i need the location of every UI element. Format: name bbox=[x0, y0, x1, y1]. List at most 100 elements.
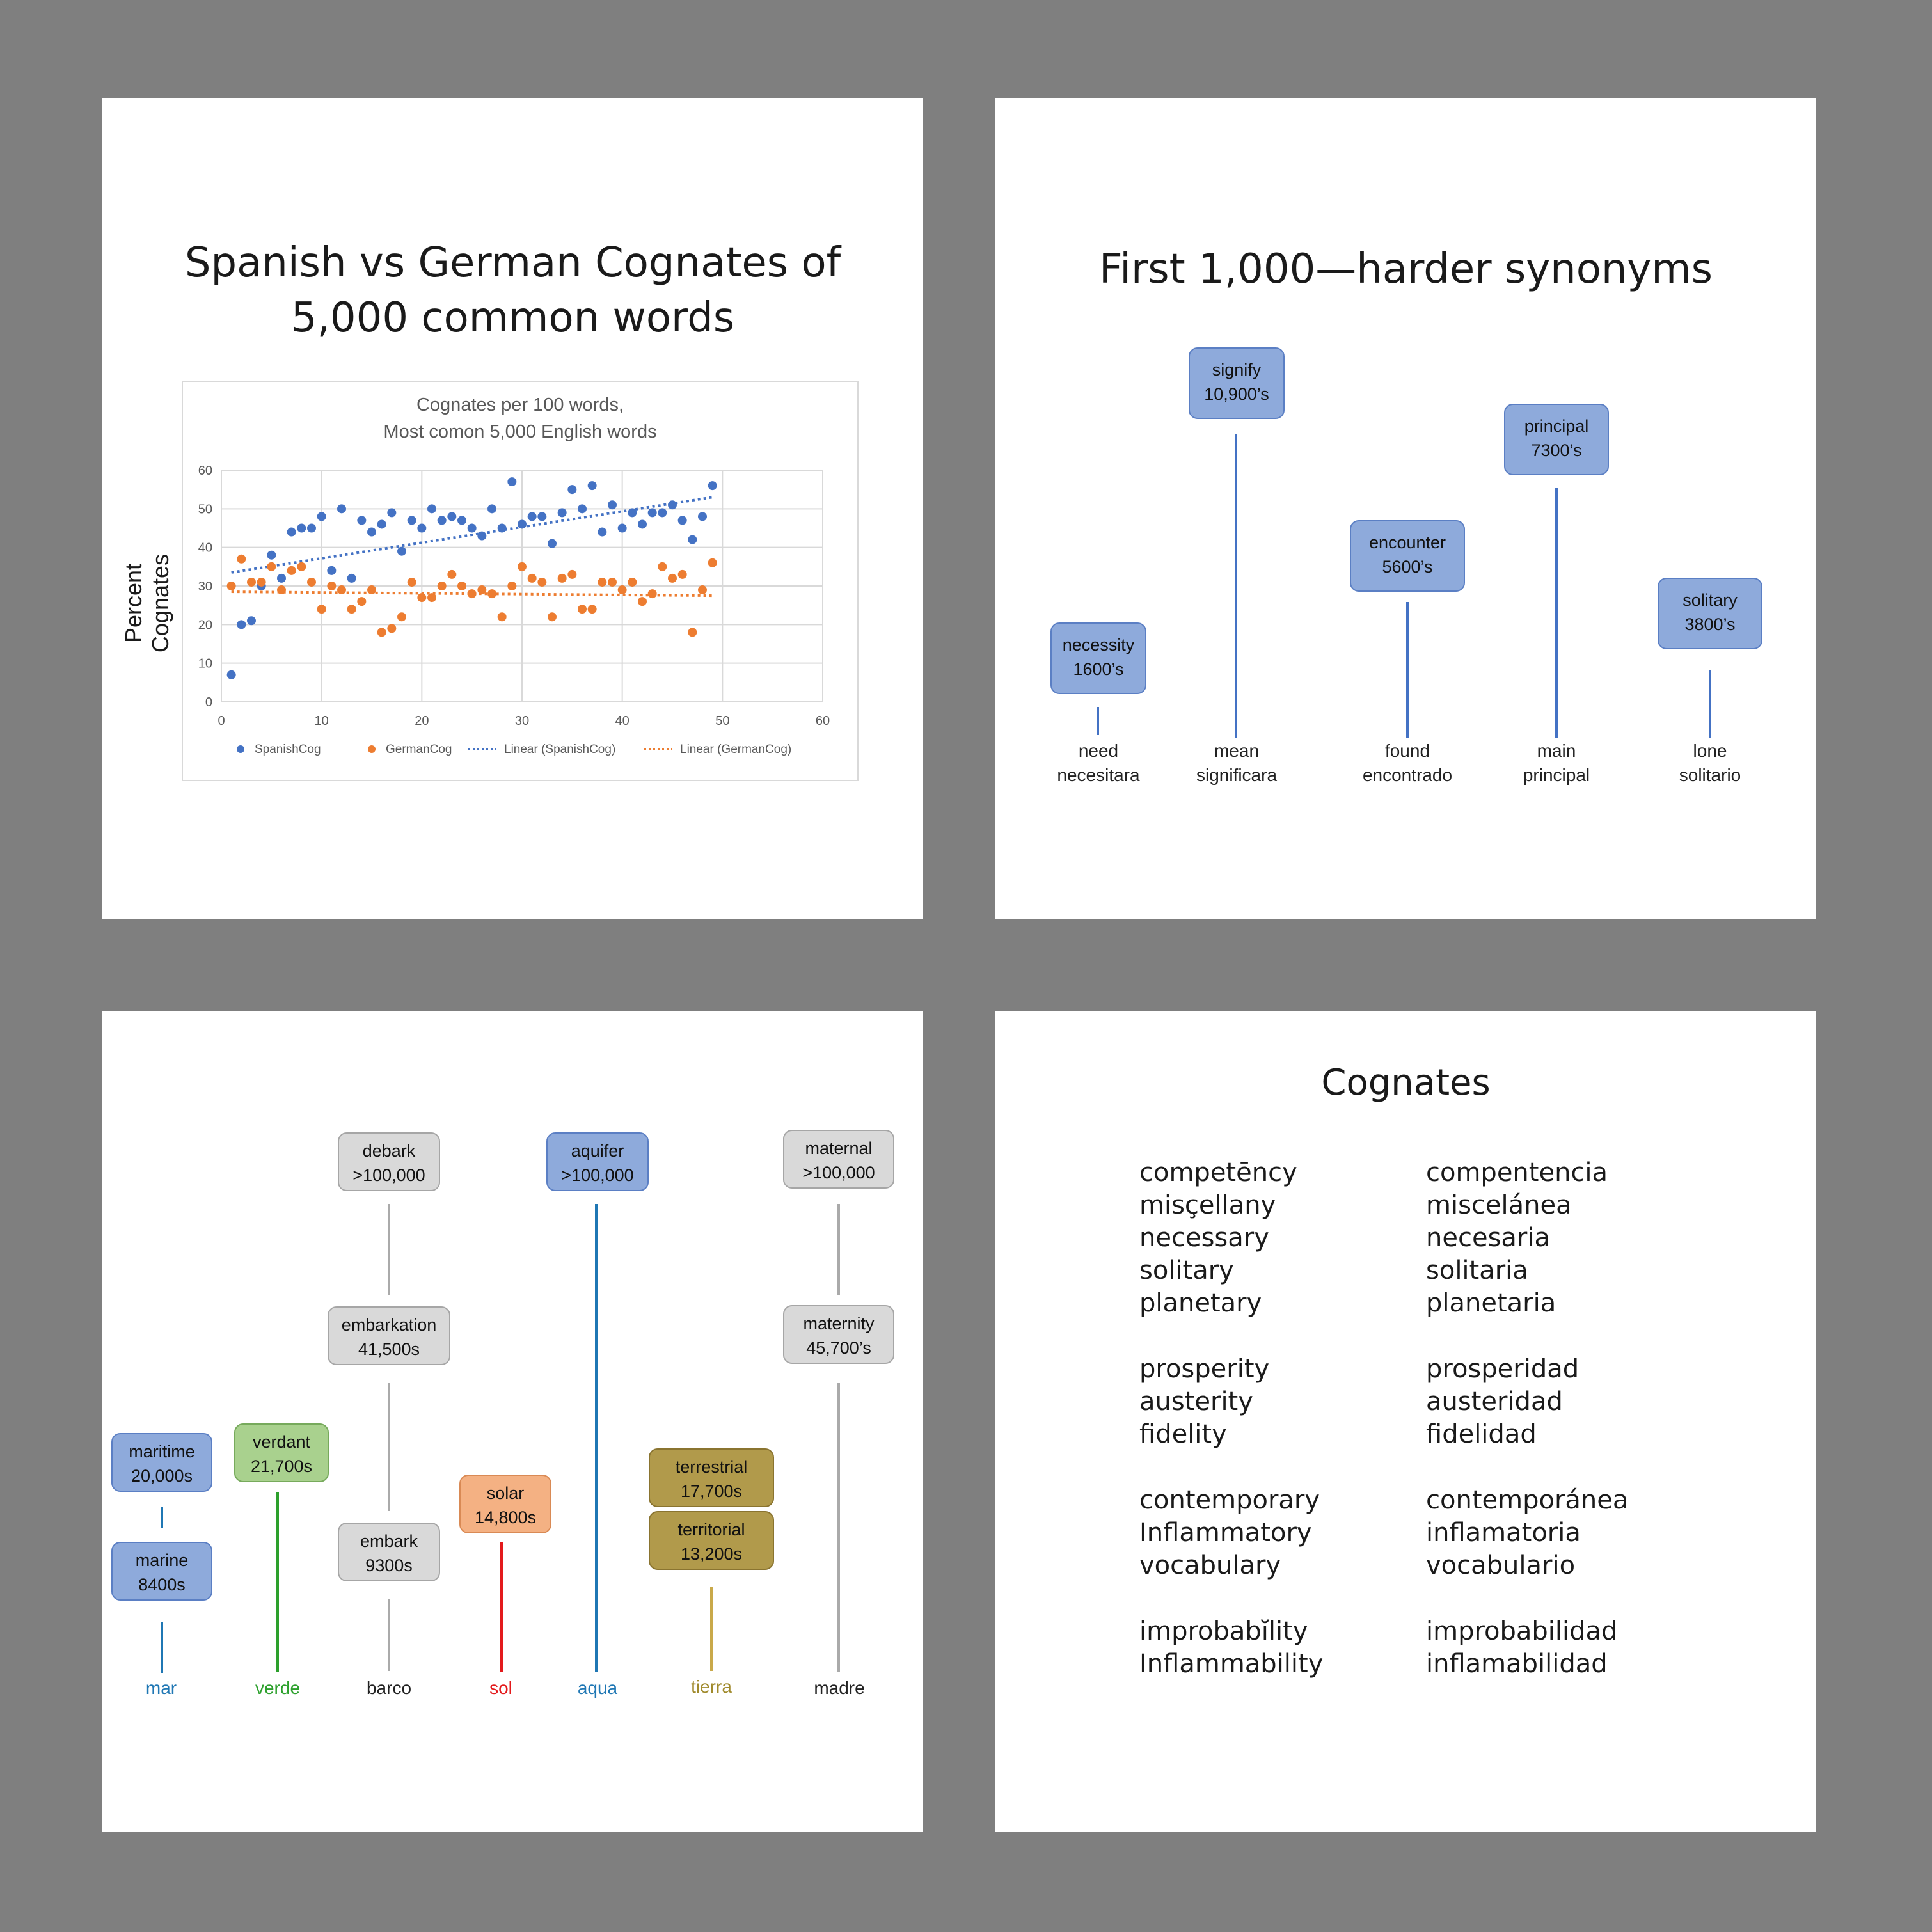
data-point-germancog bbox=[708, 558, 717, 567]
root-word-madre: madre bbox=[814, 1678, 865, 1698]
data-point-spanishcog bbox=[467, 523, 477, 533]
data-point-spanishcog bbox=[337, 504, 346, 514]
slide-title: First 1,000—harder synonyms bbox=[1099, 246, 1713, 293]
data-point-spanishcog bbox=[447, 512, 457, 521]
data-point-spanishcog bbox=[537, 512, 547, 521]
data-point-spanishcog bbox=[628, 508, 637, 518]
spanish-word: miscelánea bbox=[1426, 1191, 1572, 1220]
root-word-tierra: tierra bbox=[691, 1677, 732, 1697]
spanish-word: contemporánea bbox=[1426, 1485, 1629, 1515]
data-point-germancog bbox=[287, 566, 296, 575]
data-point-germancog bbox=[337, 585, 346, 595]
data-point-spanishcog bbox=[668, 500, 677, 510]
connector-line bbox=[388, 1383, 390, 1511]
spanish-word: solitaria bbox=[1426, 1256, 1528, 1285]
root-word-sol: sol bbox=[489, 1678, 512, 1698]
legend-marker bbox=[237, 745, 244, 753]
data-point-germancog bbox=[407, 577, 416, 587]
data-point-spanishcog bbox=[226, 670, 236, 679]
data-point-germancog bbox=[297, 562, 306, 571]
data-point-germancog bbox=[527, 573, 537, 583]
spanish-word: inflamatoria bbox=[1426, 1518, 1581, 1548]
connector-line bbox=[276, 1492, 279, 1672]
english-word: planetary bbox=[1139, 1288, 1262, 1318]
data-point-spanishcog bbox=[287, 527, 296, 537]
x-tick-label: 60 bbox=[816, 714, 830, 728]
data-point-germancog bbox=[518, 562, 527, 571]
legend-label: Linear (GermanCog) bbox=[680, 743, 791, 756]
spanish-word: inflamabilidad bbox=[1426, 1649, 1608, 1679]
english-word: Inflammability bbox=[1139, 1649, 1324, 1679]
spanish-word: fidelidad bbox=[1426, 1420, 1537, 1449]
data-point-spanishcog bbox=[347, 573, 356, 583]
data-point-germancog bbox=[557, 573, 567, 583]
data-point-germancog bbox=[307, 577, 316, 587]
data-point-germancog bbox=[638, 597, 647, 606]
data-point-spanishcog bbox=[367, 527, 376, 537]
data-point-spanishcog bbox=[327, 566, 337, 575]
y-tick-label: 50 bbox=[198, 502, 212, 516]
connector-line bbox=[837, 1204, 840, 1295]
data-point-spanishcog bbox=[708, 481, 717, 491]
connector-line bbox=[1555, 488, 1558, 738]
data-point-germancog bbox=[277, 585, 286, 595]
legend-label: Linear (SpanishCog) bbox=[504, 743, 615, 756]
spanish-word: necesaria bbox=[1426, 1223, 1550, 1253]
data-point-spanishcog bbox=[578, 504, 587, 514]
connector-line bbox=[1235, 434, 1237, 738]
slide-title: Spanish vs German Cognates of 5,000 comm… bbox=[184, 239, 841, 342]
legend-label: SpanishCog bbox=[255, 743, 321, 756]
connector-line bbox=[388, 1204, 390, 1295]
data-point-spanishcog bbox=[317, 512, 326, 521]
english-word: contemporary bbox=[1139, 1485, 1320, 1515]
data-point-germancog bbox=[437, 582, 447, 590]
x-tick-label: 50 bbox=[715, 714, 729, 728]
spanish-word: vocabulario bbox=[1426, 1551, 1576, 1580]
connector-line bbox=[710, 1587, 713, 1671]
english-column: competēncy misçellany necessary solita… bbox=[1139, 1157, 1323, 1681]
spanish-word: planetaria bbox=[1426, 1288, 1556, 1318]
data-point-spanishcog bbox=[638, 519, 647, 529]
data-point-germancog bbox=[658, 562, 667, 571]
chart-title-line1: Cognates per 100 words, bbox=[416, 395, 624, 415]
data-point-spanishcog bbox=[397, 546, 406, 556]
data-point-spanishcog bbox=[237, 620, 246, 629]
x-tick-label: 0 bbox=[218, 714, 225, 728]
data-point-germancog bbox=[587, 605, 597, 614]
data-point-germancog bbox=[647, 589, 657, 599]
english-word: competēncy bbox=[1139, 1158, 1297, 1187]
data-point-spanishcog bbox=[677, 516, 687, 525]
data-point-germancog bbox=[377, 628, 386, 637]
data-point-germancog bbox=[367, 585, 376, 595]
data-point-spanishcog bbox=[437, 516, 447, 525]
english-word: misçellany bbox=[1139, 1191, 1276, 1220]
data-point-spanishcog bbox=[548, 539, 557, 548]
data-point-germancog bbox=[477, 585, 487, 595]
data-point-germancog bbox=[487, 589, 496, 599]
english-word: vocabulary bbox=[1139, 1551, 1281, 1580]
data-point-germancog bbox=[447, 569, 457, 579]
x-tick-label: 30 bbox=[515, 714, 529, 728]
trendline bbox=[231, 496, 713, 574]
data-point-germancog bbox=[357, 597, 367, 606]
y-axis-title: Percent Cognates bbox=[120, 553, 173, 653]
data-point-spanishcog bbox=[598, 527, 607, 537]
data-point-spanishcog bbox=[387, 508, 397, 518]
y-tick-label: 40 bbox=[198, 541, 212, 555]
spanish-word: austeridad bbox=[1426, 1387, 1563, 1416]
data-point-spanishcog bbox=[587, 481, 597, 491]
spanish-word: compentencia bbox=[1426, 1158, 1608, 1187]
connector-line bbox=[388, 1599, 390, 1671]
data-point-spanishcog bbox=[377, 519, 386, 529]
data-point-spanishcog bbox=[617, 523, 627, 533]
x-tick-label: 10 bbox=[315, 714, 329, 728]
x-tick-label: 20 bbox=[415, 714, 429, 728]
